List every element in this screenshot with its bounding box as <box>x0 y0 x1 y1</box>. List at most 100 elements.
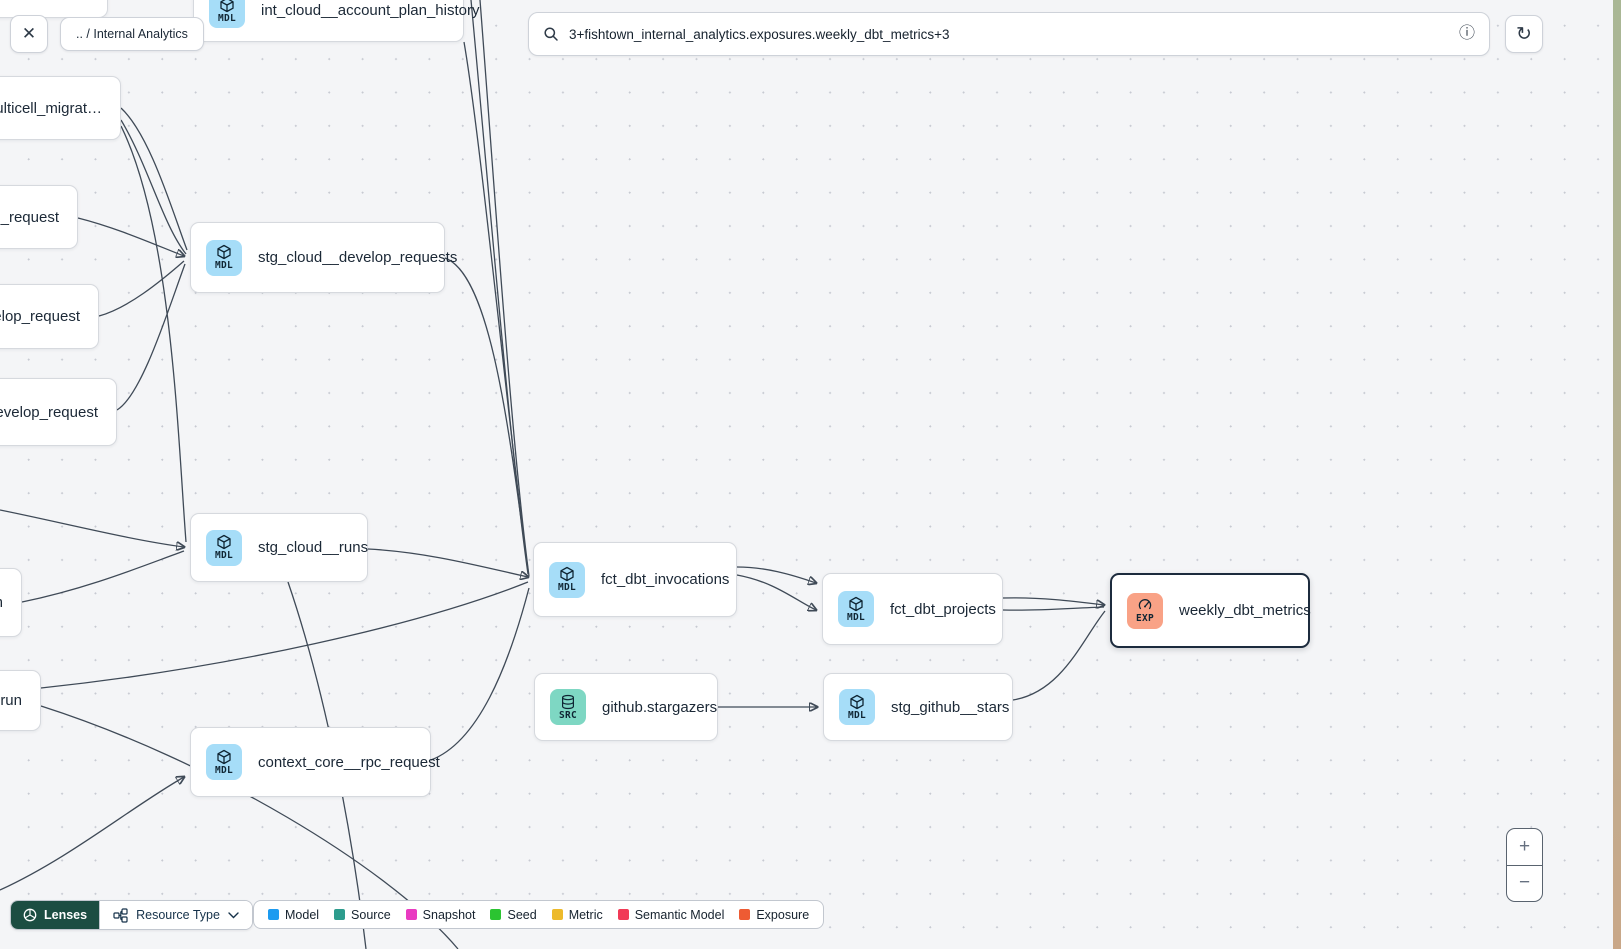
cube-icon <box>850 694 864 709</box>
node-weekly_dbt_metrics[interactable]: EXP weekly_dbt_metrics <box>1110 573 1311 648</box>
node-stg_github__stars[interactable]: MDL stg_github__stars <box>823 673 1013 741</box>
mdl-badge: MDL <box>209 0 245 28</box>
cube-icon <box>220 0 234 12</box>
legend-label: Source <box>351 907 391 922</box>
badge-label: MDL <box>214 260 234 272</box>
legend-swatch <box>551 909 563 920</box>
node-snapshot_daily[interactable]: snapshot_daily <box>0 0 108 18</box>
cube-icon <box>217 245 231 260</box>
refresh-button[interactable]: ↻ <box>1505 15 1543 53</box>
legend-label: Metric <box>568 907 603 922</box>
mdl-badge: MDL <box>206 529 242 566</box>
lineage-edge <box>367 548 528 577</box>
node-fct_dbt_projects[interactable]: MDL fct_dbt_projects <box>822 573 1003 645</box>
legend-item-source: Source <box>334 908 391 922</box>
node-run_node[interactable]: run <box>0 670 41 731</box>
lineage-edge <box>736 566 816 583</box>
src-badge: SRC <box>550 689 586 725</box>
lineage-edge <box>116 263 186 411</box>
legend-item-seed: Seed <box>490 907 537 922</box>
legend-label: Seed <box>507 907 537 922</box>
node-label: n <box>0 594 3 611</box>
node-label: stg_github__stars <box>891 698 1010 716</box>
legend-swatch <box>739 909 751 920</box>
lineage-edge <box>0 509 184 547</box>
node-label: stg_cloud__runs <box>258 539 369 556</box>
node-p_request[interactable]: p_request <box>0 185 78 249</box>
lineage-edge <box>98 260 185 317</box>
legend-swatch <box>405 909 417 920</box>
lineage-edge <box>444 257 529 571</box>
legend-label: Exposure <box>756 907 810 922</box>
legend-label: Semantic Model <box>634 907 725 922</box>
node-label: fct_dbt_projects <box>890 600 996 618</box>
gauge-icon <box>1138 599 1152 610</box>
lineage-edge <box>1002 597 1104 605</box>
node-label: fct_dbt_invocations <box>601 571 730 588</box>
chevron-down-icon <box>228 911 239 918</box>
resource-type-label: Resource Type <box>136 908 220 922</box>
node-label: p_request <box>0 208 59 226</box>
node-velop_request[interactable]: velop_request <box>0 284 99 349</box>
lineage-edge <box>120 119 187 255</box>
breadcrumb[interactable]: .. / Internal Analytics <box>60 17 204 51</box>
zoom-out-button[interactable]: − <box>1518 872 1531 894</box>
lineage-search-bar[interactable]: ⓘ <box>528 12 1490 56</box>
node-develop_request[interactable]: develop_request <box>0 378 117 446</box>
lineage-edge <box>120 107 188 251</box>
lenses-icon <box>23 908 37 922</box>
mdl-badge: MDL <box>839 689 875 725</box>
legend-label: Snapshot <box>422 907 476 922</box>
refresh-icon: ↻ <box>1516 23 1532 45</box>
legend-swatch <box>268 909 279 920</box>
lineage-edge <box>40 581 529 689</box>
mdl-badge: MDL <box>838 591 874 627</box>
badge-label: MDL <box>846 611 866 623</box>
close-button[interactable]: ✕ <box>10 15 48 53</box>
breadcrumb-label: .. / Internal Analytics <box>76 27 188 41</box>
mdl-badge: MDL <box>206 239 242 276</box>
node-stg_cloud__runs[interactable]: MDL stg_cloud__runs <box>190 513 368 582</box>
badge-label: MDL <box>214 550 234 562</box>
node-label: weekly_dbt_metrics <box>1179 602 1311 619</box>
badge-label: MDL <box>847 709 867 721</box>
badge-label: MDL <box>557 582 577 594</box>
badge-label: SRC <box>558 709 578 721</box>
resource-type-icon <box>113 907 128 923</box>
node-multicell_migrat[interactable]: multicell_migrat… <box>0 76 121 140</box>
info-icon[interactable]: ⓘ <box>1458 25 1475 42</box>
node-label: multicell_migrat… <box>0 99 102 117</box>
legend-item-exposure: Exposure <box>739 908 809 922</box>
lineage-edge <box>1002 606 1105 611</box>
node-label: stg_cloud__develop_requests <box>258 249 458 266</box>
database-icon <box>561 694 575 709</box>
resource-type-dropdown[interactable]: Resource Type <box>99 901 252 929</box>
desktop-background-sliver <box>1613 0 1621 949</box>
lineage-edge <box>0 777 184 891</box>
zoom-in-button[interactable]: + <box>1507 829 1542 866</box>
search-input[interactable] <box>569 26 1445 42</box>
node-n_node[interactable]: n <box>0 568 22 637</box>
cube-icon <box>217 749 231 764</box>
zoom-control: + − <box>1506 828 1543 902</box>
node-stg_cloud__develop_requests[interactable]: MDL stg_cloud__develop_requests <box>190 222 457 293</box>
cube-icon <box>849 596 863 611</box>
lenses-button[interactable]: Lenses <box>11 901 100 929</box>
legend-item-snapshot: Snapshot <box>405 907 476 922</box>
lineage-edge <box>77 217 184 256</box>
node-fct_dbt_invocations[interactable]: MDL fct_dbt_invocations <box>533 542 737 617</box>
badge-label: MDL <box>217 12 237 24</box>
lineage-edge <box>736 574 816 610</box>
legend-swatch <box>617 909 629 920</box>
legend-swatch <box>334 909 346 920</box>
close-icon: ✕ <box>21 24 37 43</box>
lineage-edge <box>479 0 530 577</box>
legend-swatch <box>490 909 502 920</box>
badge-label: EXP <box>1135 613 1155 625</box>
